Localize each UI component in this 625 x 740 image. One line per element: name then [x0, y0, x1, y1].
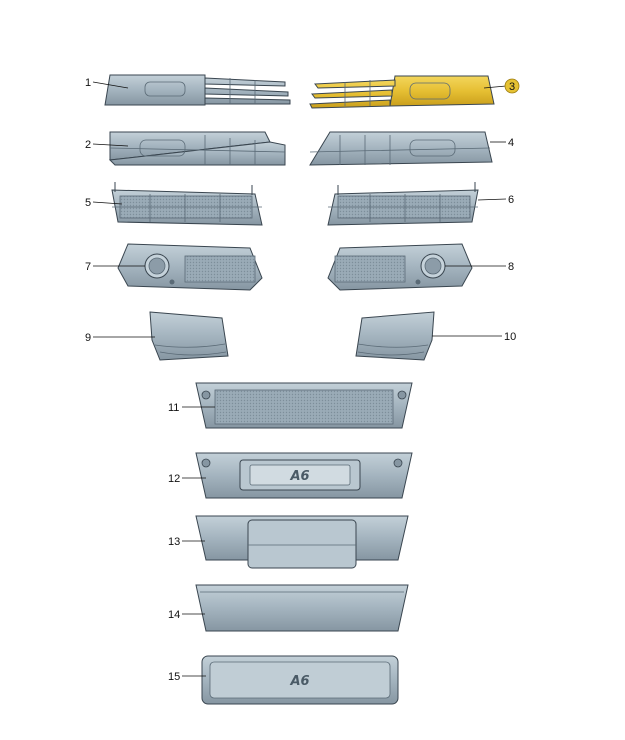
part-5-grille-frame — [111, 182, 263, 226]
emblem-a6-12: A6 — [289, 469, 309, 484]
label-7: 7 — [85, 261, 91, 273]
emblem-a6-15: A6 — [289, 674, 309, 689]
label-3: 3 — [509, 81, 515, 93]
part-13-bumper-panel — [195, 515, 409, 569]
label-8: 8 — [508, 261, 514, 273]
part-3-grille-highlighted — [309, 75, 495, 109]
part-2-grille — [108, 131, 286, 166]
label-12: 12 — [168, 473, 180, 485]
label-6: 6 — [508, 194, 514, 206]
part-4-grille — [309, 131, 493, 166]
part-14-bumper-panel — [195, 584, 409, 632]
label-1: 1 — [85, 77, 91, 89]
part-15-license-plate: A6 — [201, 655, 399, 705]
part-6-grille-frame — [327, 182, 479, 226]
label-9: 9 — [85, 332, 91, 344]
label-5: 5 — [85, 197, 91, 209]
label-13: 13 — [168, 536, 180, 548]
part-7-fog-light-cover — [117, 243, 263, 291]
part-11-license-plate-base — [195, 382, 413, 429]
label-10: 10 — [504, 331, 516, 343]
part-10-bracket — [355, 311, 435, 361]
badge-3 — [504, 78, 520, 94]
label-15: 15 — [168, 671, 180, 683]
part-1-grille — [104, 74, 291, 106]
part-12-license-plate-holder: A6 — [195, 452, 413, 499]
part-8-fog-light-cover — [327, 243, 473, 291]
label-2: 2 — [85, 139, 91, 151]
callouts: 1 2 3 4 5 6 7 8 9 10 11 12 13 14 15 — [85, 77, 520, 683]
label-11: 11 — [168, 402, 179, 414]
label-4: 4 — [508, 137, 514, 149]
label-14: 14 — [168, 609, 180, 621]
part-9-bracket — [149, 311, 229, 361]
